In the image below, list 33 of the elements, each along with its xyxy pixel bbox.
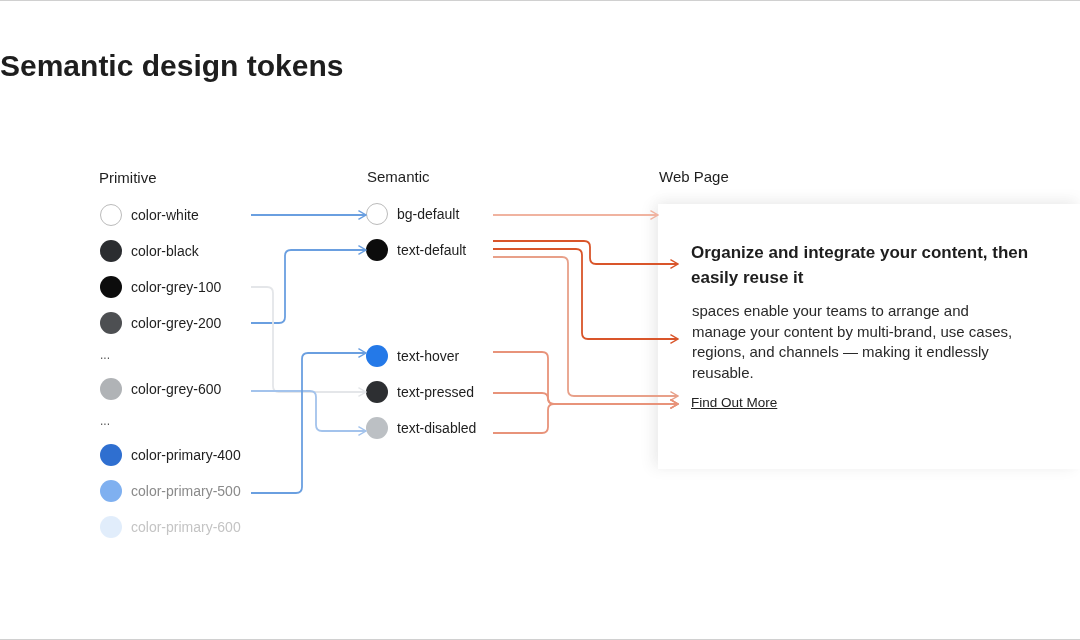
ellipsis-text: ... [100, 414, 110, 428]
token-name: color-grey-100 [131, 279, 222, 295]
arrow [250, 210, 367, 220]
diagram-title: Semantic design tokens [0, 49, 344, 83]
arrow [250, 245, 367, 324]
web-page-card [658, 204, 1080, 469]
arrow [492, 240, 679, 269]
token-name: color-primary-500 [131, 483, 241, 499]
token-name: text-hover [397, 348, 460, 364]
ellipsis-text: ... [100, 348, 110, 362]
column-heading: Web Page [659, 168, 729, 185]
token-name: color-primary-400 [131, 447, 241, 463]
arrow [492, 256, 679, 401]
token-name: color-white [131, 207, 199, 223]
token-name: bg-default [397, 206, 460, 222]
card-heading: Organize and integrate your content, then easily reuse it [678, 240, 1031, 290]
token-name: text-pressed [397, 384, 475, 400]
token-name: color-primary-600 [131, 519, 241, 535]
token-name: text-default [397, 242, 467, 258]
link: Find Out More [691, 395, 778, 410]
column-heading: Primitive [99, 169, 157, 186]
column-heading: Semantic [367, 168, 430, 185]
card-body-text: spaces enable your teams to arrange and manage your content by multi-brand, use cases, regions, and channels — making it endlessly reusable. [678, 301, 1022, 383]
token-name: color-black [131, 243, 199, 259]
arrow [250, 348, 367, 494]
token-name: text-disabled [397, 420, 477, 436]
token-name: color-grey-200 [131, 315, 222, 331]
arrow [250, 390, 367, 436]
arrow [492, 248, 679, 344]
token-name: color-grey-600 [131, 381, 222, 397]
arrow [250, 286, 367, 397]
arrow [492, 399, 679, 434]
arrow [492, 210, 659, 220]
